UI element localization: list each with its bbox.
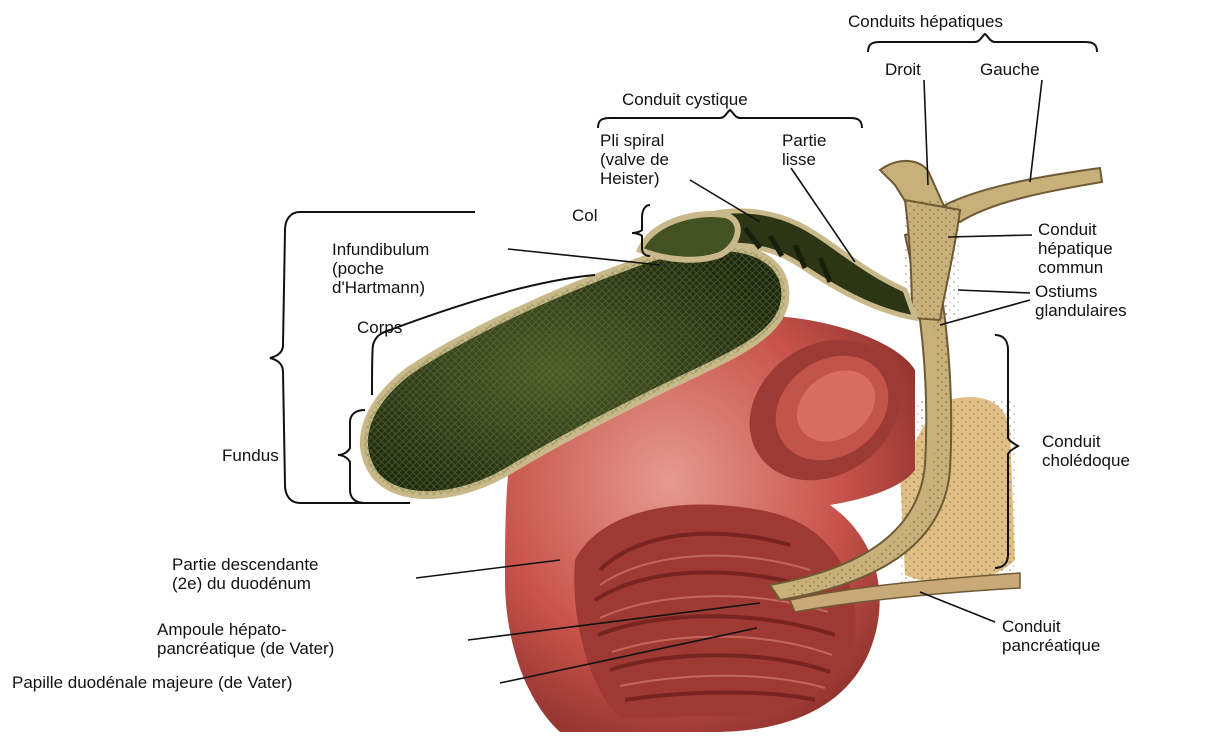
label-corps: Corps xyxy=(357,318,402,337)
label-fundus: Fundus xyxy=(222,446,279,465)
label-conduit-pancreatique: Conduit pancréatique xyxy=(1002,617,1100,655)
label-partie-descendante: Partie descendante (2e) du duodénum xyxy=(172,555,319,593)
label-pli-spiral: Pli spiral (valve de Heister) xyxy=(600,131,669,188)
label-partie-lisse: Partie lisse xyxy=(782,131,826,169)
label-infundibulum: Infundibulum (poche d'Hartmann) xyxy=(332,240,429,297)
label-conduits-hepatiques: Conduits hépatiques xyxy=(848,12,1003,31)
label-gauche: Gauche xyxy=(980,60,1040,79)
label-col: Col xyxy=(572,206,598,225)
label-papille: Papille duodénale majeure (de Vater) xyxy=(12,673,292,692)
label-ostiums-glandulaires: Ostiums glandulaires xyxy=(1035,282,1127,320)
label-conduit-cystique: Conduit cystique xyxy=(622,90,748,109)
label-ampoule: Ampoule hépato- pancréatique (de Vater) xyxy=(157,620,334,658)
label-droit: Droit xyxy=(885,60,921,79)
label-conduit-choledoque: Conduit cholédoque xyxy=(1042,432,1130,470)
label-conduit-hepatique-commun: Conduit hépatique commun xyxy=(1038,220,1113,277)
